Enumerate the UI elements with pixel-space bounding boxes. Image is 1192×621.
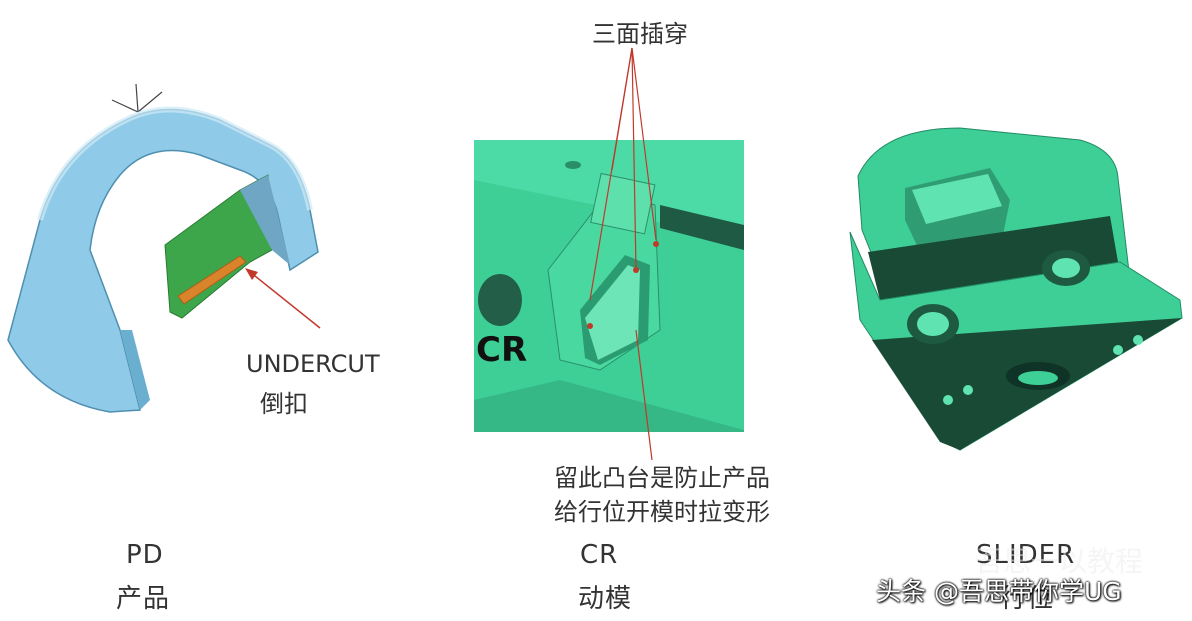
- boss-note-line-2: 给行位开模时拉变形: [554, 498, 770, 526]
- faint-watermark: 吾思一以教程: [975, 545, 1144, 578]
- pd-label: PD: [126, 540, 164, 570]
- boss-note-line-1: 留此凸台是防止产品: [554, 464, 770, 492]
- three-face-leaders: [589, 47, 657, 461]
- three-face-shutoff-label: 三面插穿: [592, 20, 688, 48]
- undercut-en-label: UNDERCUT: [246, 350, 380, 378]
- slider-cn-label: 行位: [1000, 584, 1055, 614]
- cr-label: CR: [580, 540, 619, 570]
- toutiao-watermark: 头条 @吾思带你学UG: [876, 577, 1122, 606]
- slider-model: [849, 127, 1183, 451]
- cr-tag-label: CR: [476, 330, 528, 370]
- undercut-arrow: [249, 271, 321, 329]
- cr-cn-label: 动模: [578, 584, 633, 614]
- pd-cn-label: 产品: [116, 584, 171, 614]
- undercut-cn-label: 倒扣: [260, 390, 308, 418]
- product-pd-model: [7, 83, 321, 413]
- cr-core-model: [474, 47, 744, 461]
- axis-triad-icon: [111, 83, 163, 113]
- slider-label: SLIDER: [976, 540, 1076, 570]
